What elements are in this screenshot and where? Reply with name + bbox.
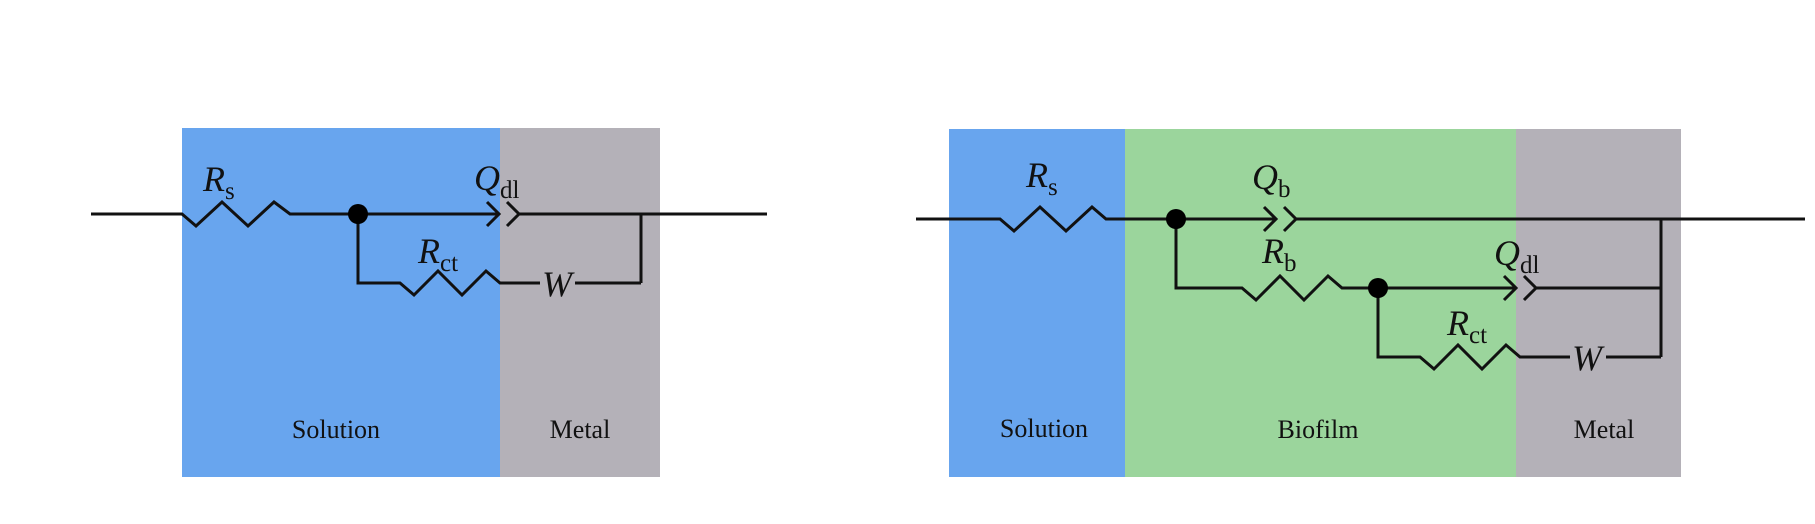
right-metal-region (1516, 129, 1681, 477)
right-qb-element (1262, 205, 1279, 233)
right-solution-label: Solution (1000, 414, 1088, 443)
left-metal-label: Metal (550, 415, 611, 444)
left-qdl-element (485, 200, 502, 228)
right-rct-w-branch-wire (1376, 288, 1570, 372)
right-junction-node-1 (1166, 209, 1186, 229)
right-qdl-element (1502, 274, 1519, 302)
right-biofilm-region (1125, 129, 1516, 477)
right-wiring (916, 204, 1805, 372)
left-rct-w-branch-wire (356, 214, 540, 298)
left-rct-label: Rct (417, 231, 458, 277)
right-biofilm-label: Biofilm (1278, 415, 1359, 444)
left-solution-region (182, 128, 500, 477)
right-circuit: Rs Qb Rb Qdl Rct W Solution Biofilm Meta… (916, 129, 1805, 477)
left-main-wire-with-rs-resistor (91, 199, 358, 229)
left-solution-label: Solution (292, 415, 380, 444)
left-qdl-label: Qdl (474, 158, 520, 204)
right-rb-branch-wire (1174, 219, 1378, 303)
right-rs-label: Rs (1025, 155, 1058, 201)
right-main-wire-with-rs-resistor (916, 204, 1176, 234)
left-circuit: Rs Qdl Rct W Solution Metal (91, 128, 767, 477)
right-qdl-label: Qdl (1494, 233, 1540, 279)
right-metal-label: Metal (1574, 415, 1635, 444)
right-qb-label: Qb (1252, 157, 1291, 203)
right-rb-label: Rb (1261, 231, 1297, 277)
left-wiring (91, 199, 767, 298)
right-junction-node-2 (1368, 278, 1388, 298)
left-junction-node (348, 204, 368, 224)
right-w-label: W (1572, 338, 1605, 378)
left-rs-label: Rs (202, 159, 235, 205)
left-metal-region (500, 128, 660, 477)
left-w-label: W (542, 264, 575, 304)
right-solution-region (949, 129, 1125, 477)
right-rct-label: Rct (1446, 303, 1487, 349)
